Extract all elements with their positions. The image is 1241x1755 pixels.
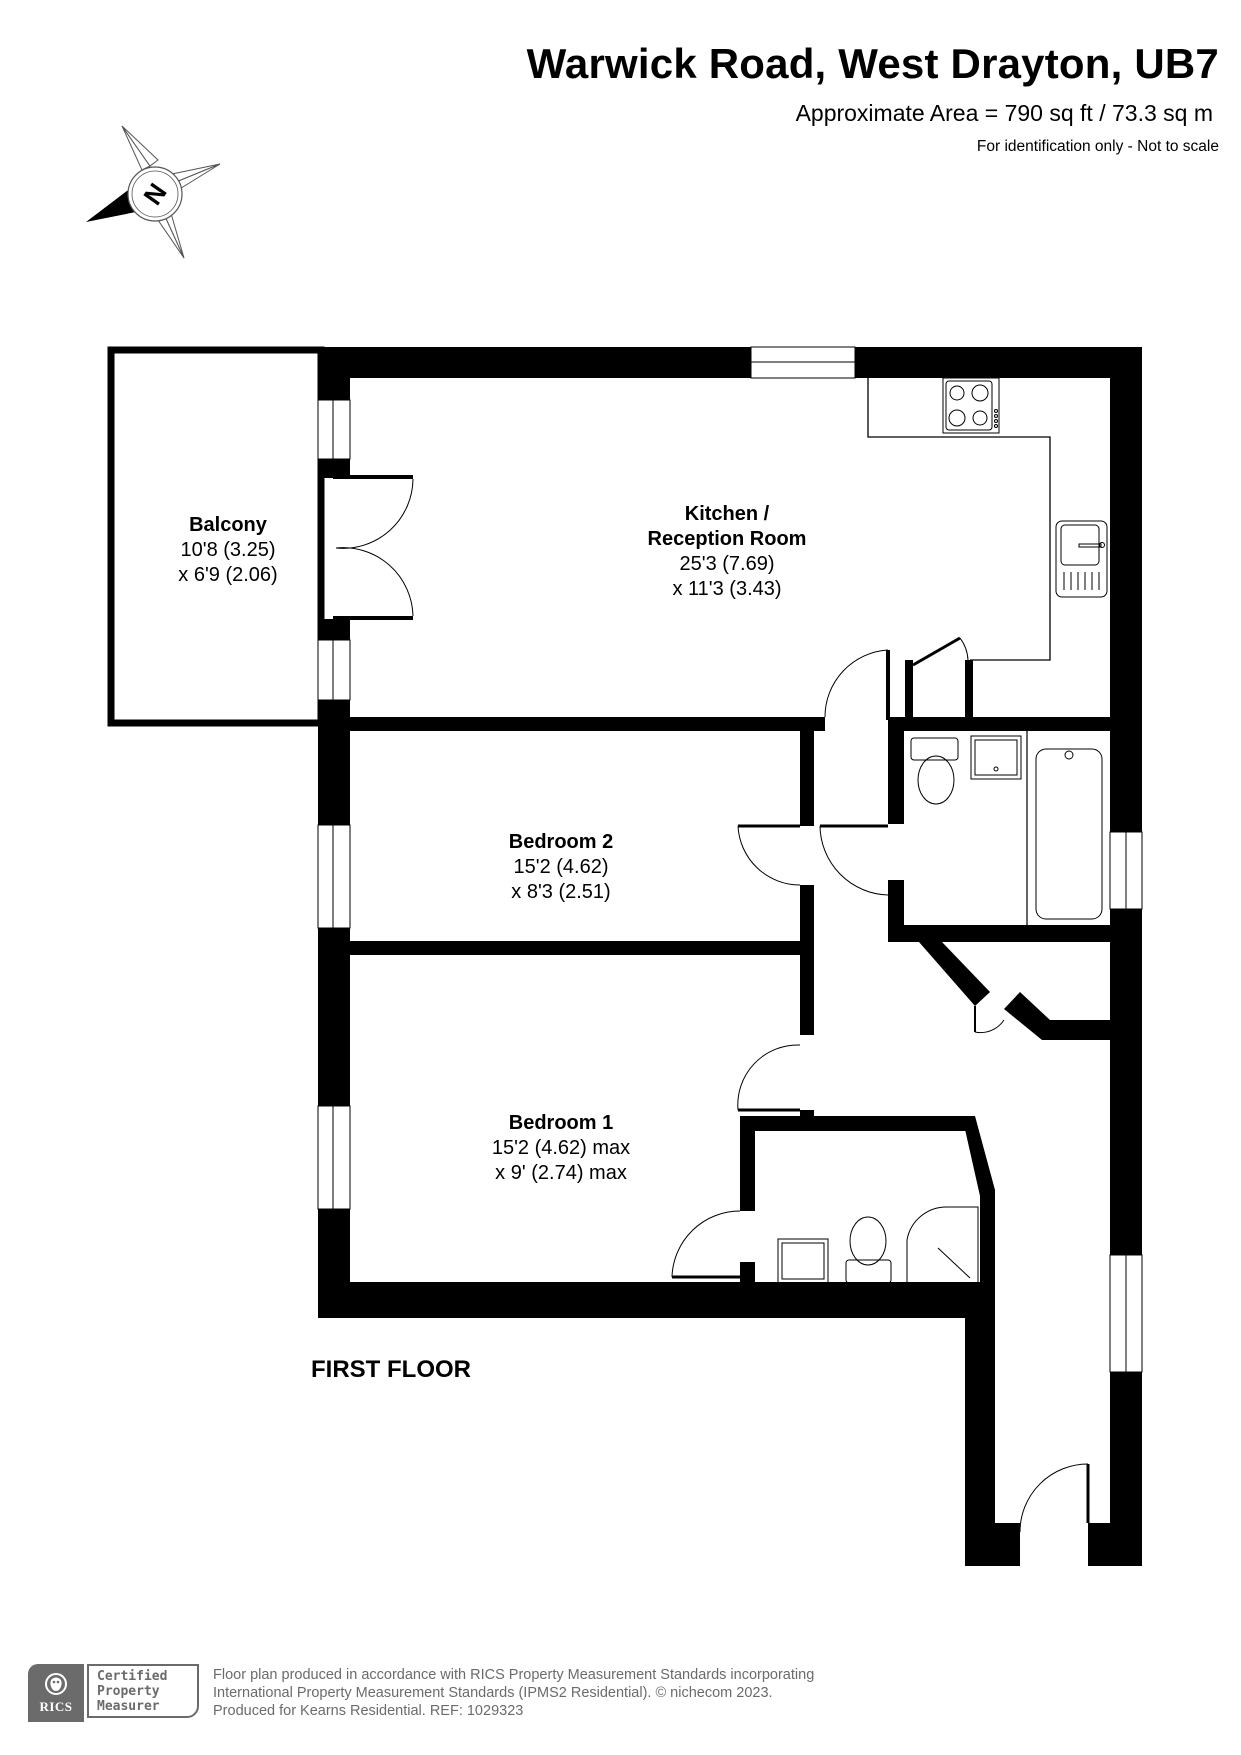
room-kitchen-reception: Kitchen / Reception Room 25'3 (7.69) x 1… bbox=[648, 502, 807, 602]
footer: RICS Certified Property Measurer Floor p… bbox=[28, 1664, 814, 1722]
bath-icon bbox=[1035, 748, 1103, 920]
rics-certified-badge: RICS Certified Property Measurer bbox=[28, 1664, 199, 1722]
toilet-bowl-icon bbox=[917, 755, 955, 805]
door-swings bbox=[335, 478, 1090, 1533]
room-balcony: Balcony 10'8 (3.25) x 6'9 (2.06) bbox=[178, 513, 277, 588]
footer-line: Produced for Kearns Residential. REF: 10… bbox=[213, 1703, 524, 1719]
room-dimension: x 6'9 (2.06) bbox=[178, 564, 278, 586]
shower-tray-icon bbox=[906, 1206, 979, 1284]
basin-icon bbox=[970, 735, 1022, 780]
certified-property-measurer: Certified Property Measurer bbox=[87, 1664, 199, 1718]
approximate-area: Approximate Area = 790 sq ft / 73.3 sq m bbox=[795, 100, 1213, 126]
ensuite-basin-icon bbox=[777, 1238, 829, 1284]
room-name: Reception Room bbox=[647, 528, 807, 550]
room-name: Bedroom 1 bbox=[508, 1112, 614, 1134]
room-bedroom-1: Bedroom 1 15'2 (4.62) max x 9' (2.74) ma… bbox=[492, 1111, 630, 1186]
north-arrow-compass-icon: N bbox=[86, 125, 221, 259]
bathroom-fixtures bbox=[910, 735, 1103, 920]
room-name: Bedroom 2 bbox=[508, 831, 614, 853]
ensuite-fixtures bbox=[777, 1206, 979, 1284]
balcony-outline bbox=[107, 346, 325, 727]
property-title: Warwick Road, West Drayton, UB7 bbox=[526, 40, 1219, 87]
room-dimension: x 8'3 (2.51) bbox=[511, 881, 611, 903]
ensuite-toilet-icon bbox=[849, 1216, 887, 1266]
footer-line: Floor plan produced in accordance with R… bbox=[213, 1667, 815, 1683]
rics-wordmark: RICS bbox=[39, 1699, 73, 1714]
room-dimension: x 9' (2.74) max bbox=[495, 1162, 627, 1184]
room-name: Balcony bbox=[189, 514, 267, 536]
badge-line: Property bbox=[97, 1683, 160, 1699]
room-dimension: 25'3 (7.69) bbox=[679, 553, 775, 575]
room-dimension: 15'2 (4.62) bbox=[513, 856, 609, 878]
badge-line: Measurer bbox=[97, 1698, 160, 1714]
room-name: Kitchen / bbox=[684, 503, 770, 525]
badge-line: Certified bbox=[97, 1668, 168, 1684]
room-dimension: x 11'3 (3.43) bbox=[672, 578, 782, 600]
rics-lion-icon bbox=[45, 1673, 67, 1695]
room-dimension: 10'8 (3.25) bbox=[180, 539, 276, 561]
kitchen-sink-icon bbox=[1055, 520, 1108, 598]
room-bedroom-2: Bedroom 2 15'2 (4.62) x 8'3 (2.51) bbox=[509, 830, 613, 905]
toilet-cistern-icon bbox=[910, 737, 959, 761]
footer-line: International Property Measurement Stand… bbox=[213, 1685, 773, 1701]
floor-label: FIRST FLOOR bbox=[311, 1356, 471, 1383]
footer-disclaimer: Floor plan produced in accordance with R… bbox=[213, 1666, 814, 1720]
room-dimension: 15'2 (4.62) max bbox=[491, 1137, 631, 1159]
walls bbox=[317, 346, 1143, 1566]
hob-icon bbox=[942, 377, 1000, 434]
scale-disclaimer: For identification only - Not to scale bbox=[976, 138, 1219, 155]
rics-logo: RICS bbox=[28, 1664, 84, 1722]
